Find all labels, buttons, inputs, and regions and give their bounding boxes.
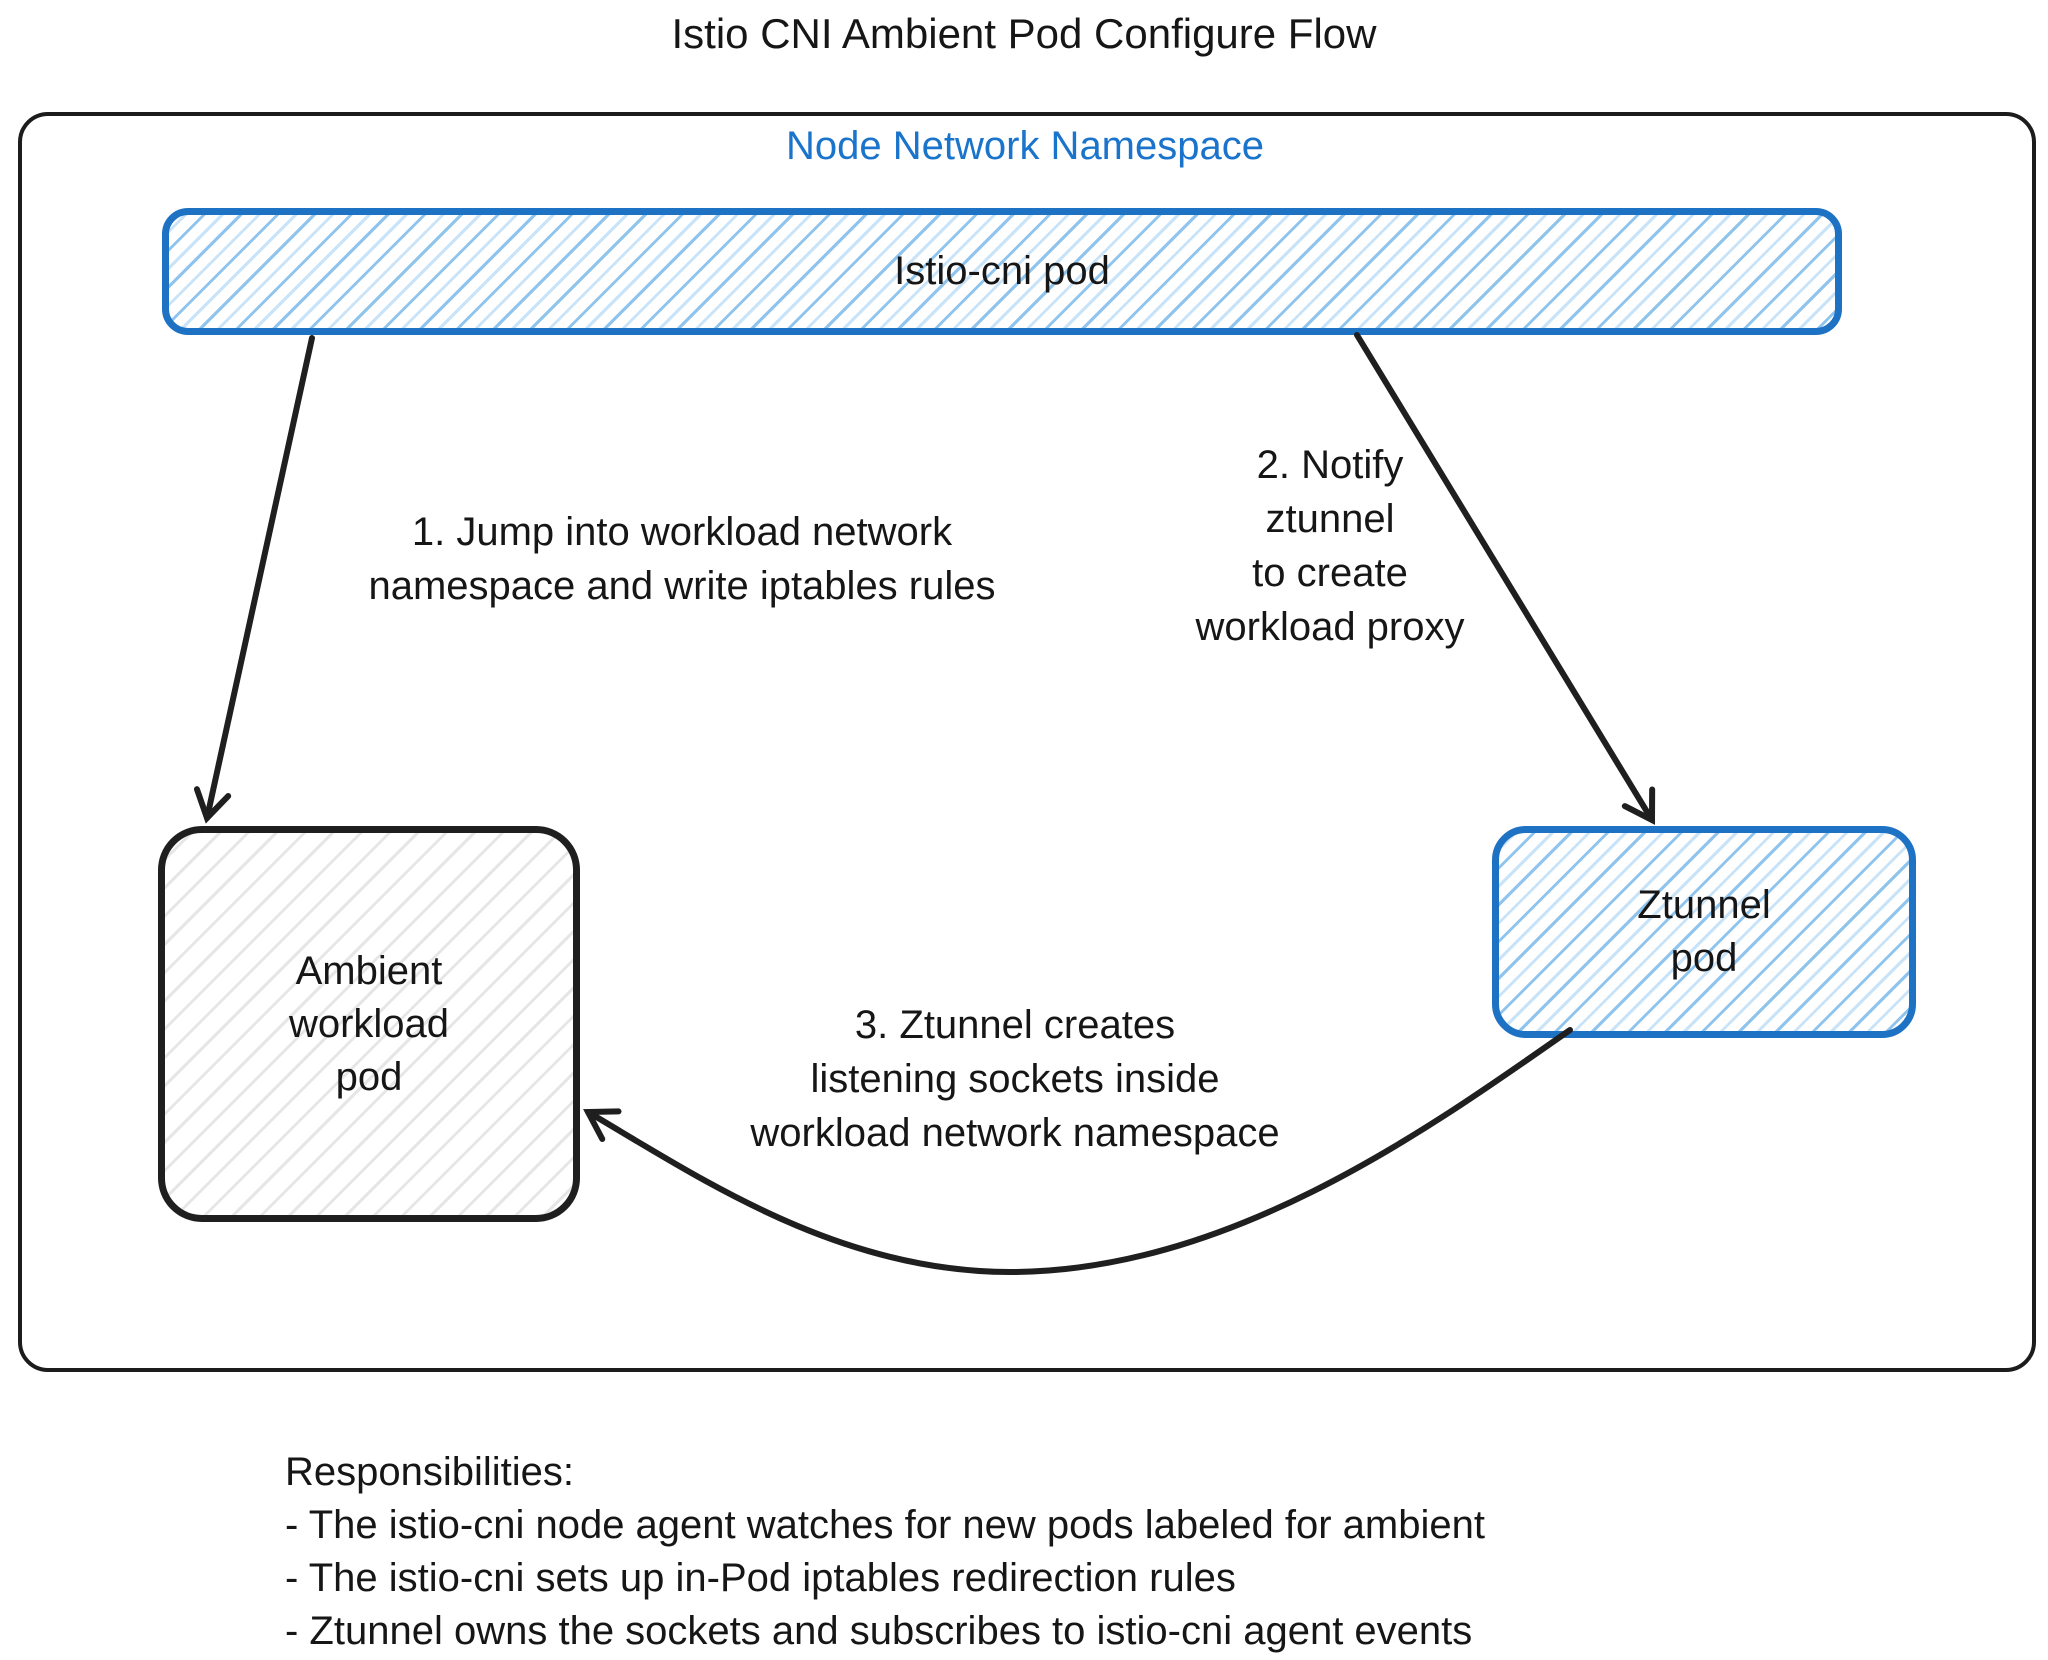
node-network-namespace-box xyxy=(18,112,2036,1372)
responsibility-item: - The istio-cni sets up in-Pod iptables … xyxy=(285,1556,1236,1600)
step-1-label: 1. Jump into workload network namespace … xyxy=(368,510,996,608)
ambient-workload-pod: Ambient workload pod xyxy=(158,826,580,1222)
ambient-workload-pod-label: Ambient workload pod xyxy=(288,948,450,1099)
step-3-label: 3. Ztunnel creates listening sockets ins… xyxy=(750,1003,1280,1155)
responsibility-item: - The istio-cni node agent watches for n… xyxy=(285,1503,1485,1547)
diagram-title: Istio CNI Ambient Pod Configure Flow xyxy=(671,10,1377,57)
responsibilities-heading: Responsibilities: xyxy=(285,1450,575,1494)
istio-cni-pod-label: Istio-cni pod xyxy=(894,249,1110,293)
istio-cni-pod: Istio-cni pod xyxy=(162,208,1842,335)
node-network-namespace-label: Node Network Namespace xyxy=(786,124,1264,168)
ztunnel-pod: Ztunnel pod xyxy=(1492,826,1916,1038)
responsibility-item: - Ztunnel owns the sockets and subscribe… xyxy=(285,1609,1473,1653)
step-2-label: 2. Notify ztunnel to create workload pro… xyxy=(1195,443,1465,649)
responsibilities-section: Responsibilities: - The istio-cni node a… xyxy=(285,1446,1485,1658)
ztunnel-pod-label: Ztunnel pod xyxy=(1637,883,1771,980)
